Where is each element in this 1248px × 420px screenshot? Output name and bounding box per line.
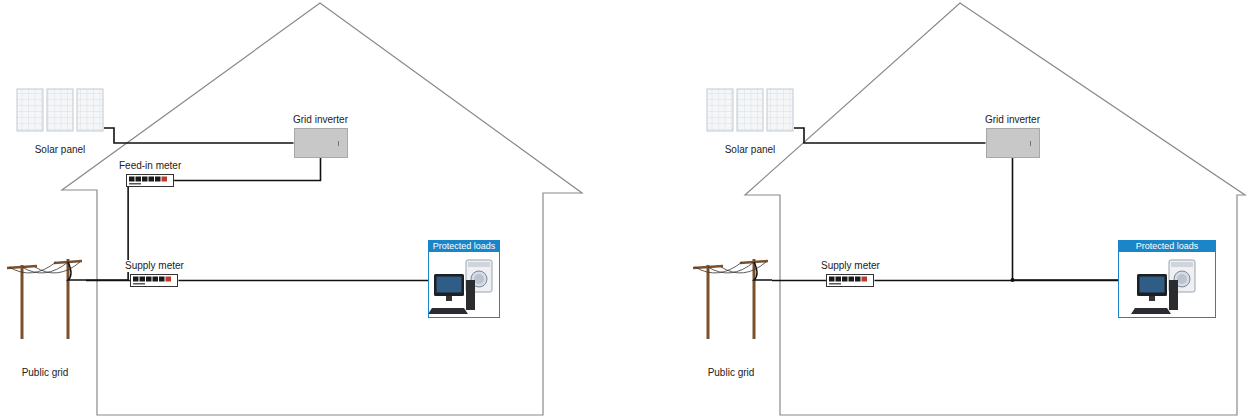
node-label: Feed-in meter (118, 160, 182, 172)
inv-node: Grid inverter (984, 114, 1041, 158)
node-label: Solar panel (34, 144, 87, 156)
appliance-illustration (1119, 252, 1215, 316)
node-label: Protected loads (432, 241, 497, 252)
loads-header: Protected loads (1119, 241, 1215, 252)
utility-pole-icon (690, 255, 772, 339)
meter-icon (826, 274, 874, 287)
loads-box: Protected loads (1118, 240, 1216, 318)
grid-node: Public grid (690, 255, 772, 379)
wire-connector (104, 128, 294, 143)
wire-connector (86, 187, 128, 280)
meter-node: Supply meter (820, 260, 881, 287)
house-outline (62, 3, 582, 415)
solar-panel-icon (706, 88, 794, 132)
solar-panel-icon (16, 88, 104, 132)
solar-node: Solar panel (16, 88, 104, 156)
wire-connector (86, 280, 130, 282)
wire-connector (174, 158, 320, 181)
wire-connector (1013, 158, 1119, 280)
node-label: Grid inverter (984, 114, 1041, 126)
grid-node: Public grid (4, 255, 86, 379)
appliance-illustration (429, 252, 499, 316)
node-label: Solar panel (724, 144, 777, 156)
meter-icon (130, 274, 178, 287)
wire-connector (178, 280, 428, 282)
node-label: Protected loads (1135, 241, 1200, 252)
meter-node: Feed-in meter (118, 160, 182, 187)
node-label: Public grid (707, 367, 756, 379)
meter-icon (126, 174, 174, 187)
solar-node: Solar panel (706, 88, 794, 156)
utility-pole-icon (4, 255, 86, 339)
node-label: Supply meter (124, 260, 185, 272)
node-label: Supply meter (820, 260, 881, 272)
junction-dot (1011, 278, 1015, 282)
meter-node: Supply meter (124, 260, 185, 287)
inverter-box (294, 128, 348, 158)
house-outline (745, 3, 1245, 415)
inv-node: Grid inverter (292, 114, 349, 158)
loads-header: Protected loads (429, 241, 499, 252)
loads-box: Protected loads (428, 240, 500, 318)
wire-connector (794, 128, 986, 143)
node-label: Public grid (21, 367, 70, 379)
inverter-box (986, 128, 1040, 158)
node-label: Grid inverter (292, 114, 349, 126)
wire-connector (772, 280, 826, 282)
